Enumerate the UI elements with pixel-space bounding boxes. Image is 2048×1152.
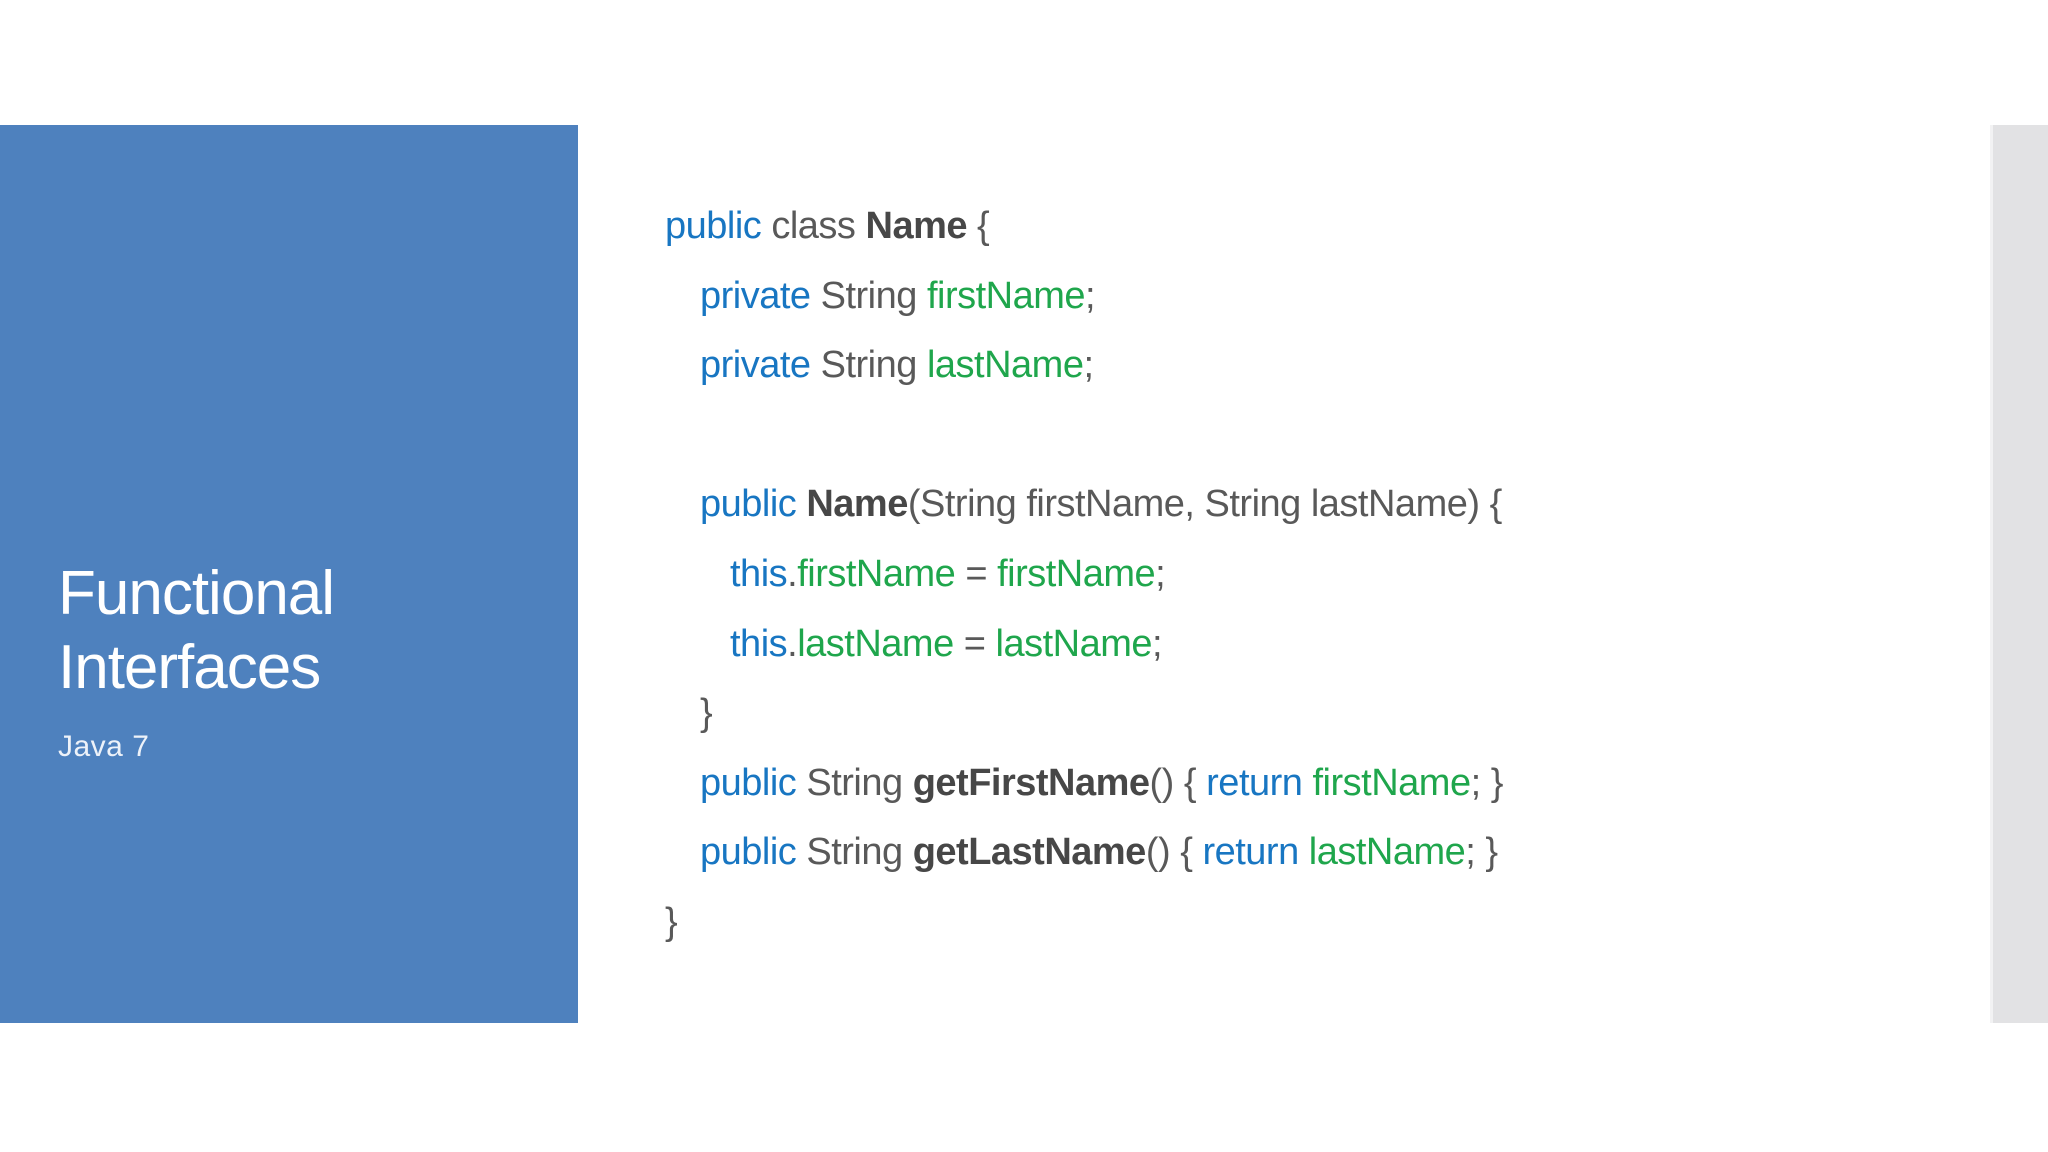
code-token: private — [700, 274, 811, 317]
code-token: public — [700, 483, 797, 526]
code-token: String — [796, 761, 913, 804]
code-token: lastName — [797, 622, 954, 665]
code-token: String — [810, 344, 927, 387]
code-token: (String firstName, String lastName) { — [907, 483, 1502, 526]
code-token: ; — [1083, 344, 1094, 387]
code-token: String — [810, 274, 927, 317]
code-line: private String lastName; — [665, 331, 1503, 401]
code-token — [1302, 762, 1312, 804]
code-token: lastName — [1308, 831, 1466, 874]
code-token: class — [761, 205, 866, 247]
code-line: } — [665, 888, 1503, 958]
code-line: this.firstName = firstName; — [665, 540, 1503, 610]
code-line: public Name(String firstName, String las… — [665, 470, 1503, 540]
code-token: firstName — [1312, 761, 1472, 804]
code-line: } — [665, 679, 1503, 749]
code-token: = — [955, 552, 998, 595]
code-token: getFirstName — [912, 761, 1150, 804]
code-token: return — [1206, 761, 1303, 804]
code-token: { — [967, 205, 990, 247]
code-token — [1299, 831, 1309, 873]
code-token: ; — [1155, 552, 1166, 595]
code-token: Name — [806, 483, 908, 526]
code-token: ; } — [1465, 831, 1498, 874]
code-token — [796, 483, 806, 525]
code-token: () { — [1149, 761, 1207, 804]
code-token: = — [953, 622, 996, 665]
slide-title-block: Functional Interfaces Java 7 — [58, 557, 335, 764]
code-line: public class Name { — [665, 192, 1503, 262]
code-line: this.lastName = lastName; — [665, 610, 1503, 680]
code-block: public class Name {private String firstN… — [665, 192, 1503, 958]
code-token: getLastName — [912, 831, 1147, 874]
title-panel: Functional Interfaces Java 7 — [0, 125, 578, 1023]
code-token: ; — [1152, 622, 1163, 665]
slide-title-line-1: Functional — [58, 559, 335, 628]
next-slide-edge — [1990, 125, 2048, 1023]
code-token: firstName — [997, 552, 1156, 595]
code-token: . — [787, 552, 798, 595]
code-token: String — [796, 831, 913, 874]
code-token: . — [787, 622, 798, 665]
code-token: lastName — [926, 344, 1084, 387]
code-token: public — [665, 205, 762, 247]
code-token: return — [1202, 831, 1299, 874]
code-token: this — [730, 552, 788, 595]
code-line: public String getLastName() { return las… — [665, 818, 1503, 888]
code-token: lastName — [995, 622, 1153, 665]
code-token: ; } — [1470, 761, 1504, 804]
code-token: public — [700, 831, 797, 874]
code-token: firstName — [797, 552, 956, 595]
code-token: private — [700, 344, 811, 387]
slide-title-line-2: Interfaces — [58, 633, 321, 702]
code-token: } — [700, 692, 713, 735]
slide-subtitle: Java 7 — [58, 730, 150, 763]
code-token: public — [700, 761, 797, 804]
code-line: private String firstName; — [665, 262, 1503, 332]
code-token: ; — [1085, 274, 1096, 317]
code-line — [665, 401, 1503, 471]
code-token: () { — [1145, 831, 1203, 874]
code-token: } — [665, 900, 678, 943]
code-line: public String getFirstName() { return fi… — [665, 749, 1503, 819]
code-token: Name — [865, 205, 968, 247]
code-token: firstName — [926, 274, 1086, 317]
code-token: this — [730, 622, 788, 665]
